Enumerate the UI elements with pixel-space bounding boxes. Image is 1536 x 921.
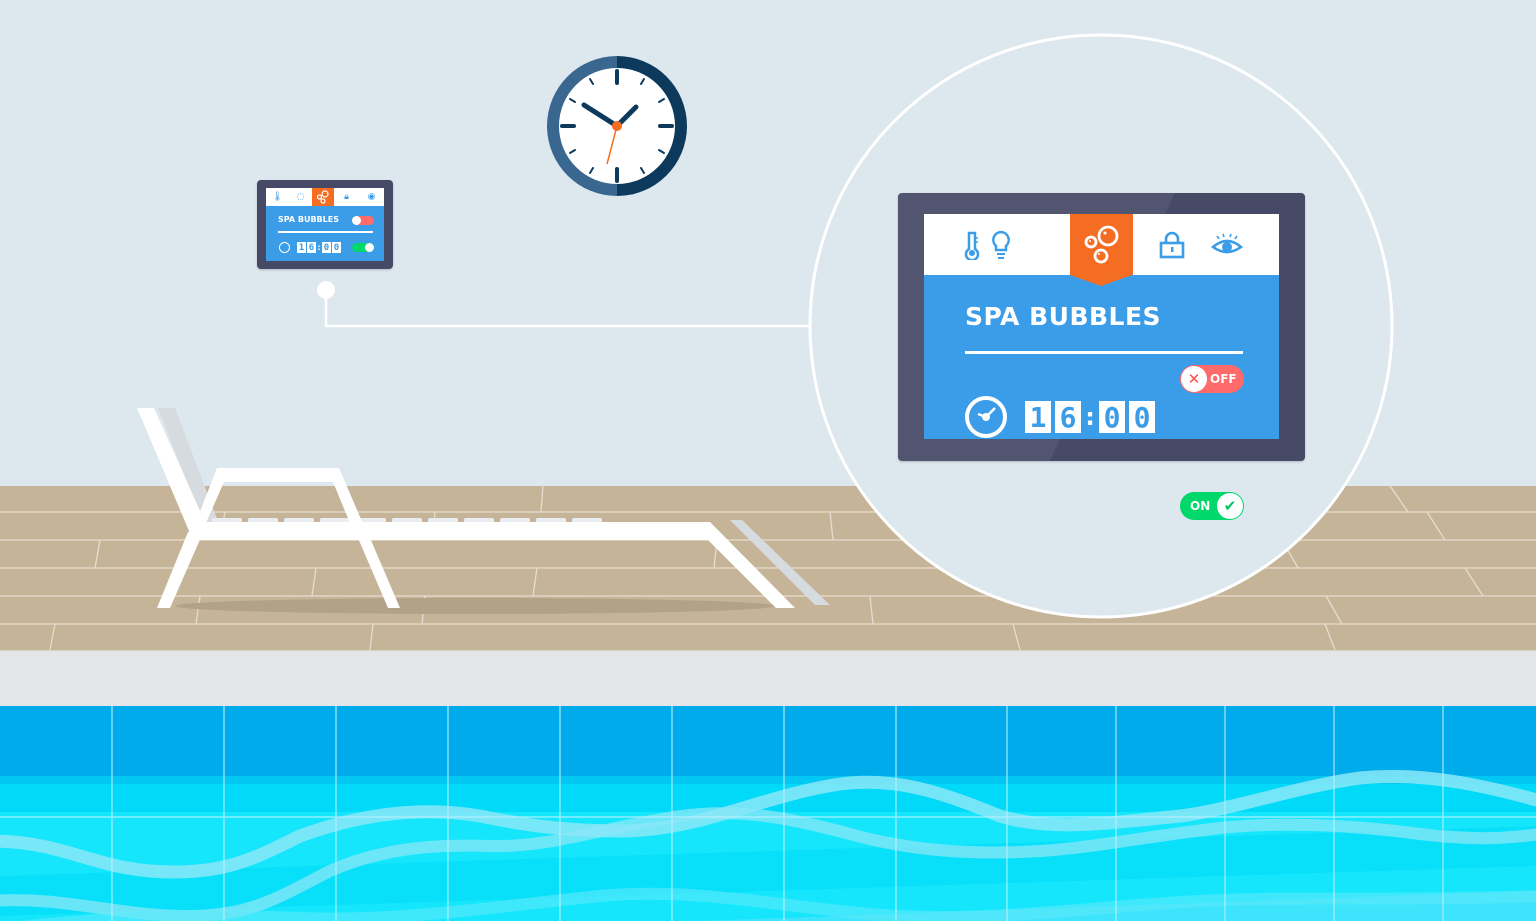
- timer-colon: :: [1085, 403, 1095, 431]
- timer-toggle-label: ON: [1190, 499, 1211, 513]
- pool-tile-band: [0, 706, 1536, 776]
- timer-digit-2: 6: [1055, 401, 1081, 434]
- pool-coping: [0, 650, 1536, 707]
- wall-clock: [547, 56, 687, 196]
- small-power-toggle[interactable]: [352, 216, 374, 225]
- swimming-pool: [0, 706, 1536, 921]
- timer-digit-3: 0: [1099, 401, 1125, 434]
- clock-hour-hand: [581, 102, 620, 129]
- bubbles-icon: [1084, 225, 1118, 263]
- small-digit: 6: [307, 242, 316, 253]
- small-digit: 0: [322, 242, 331, 253]
- lightbulb-icon: [992, 230, 1010, 259]
- small-timer-icon: [279, 242, 290, 253]
- timer-digit-1: 1: [1025, 401, 1051, 434]
- tab-lock[interactable]: [1152, 214, 1192, 275]
- lock-icon: 🔒︎: [344, 192, 349, 202]
- tab-lighting[interactable]: [976, 214, 1026, 275]
- thermometer-icon: [964, 231, 980, 260]
- small-digit: 1: [297, 242, 306, 253]
- lightbulb-icon: ◌: [296, 192, 305, 202]
- thermometer-icon: 🌡︎: [271, 192, 284, 202]
- tab-spa-bubbles[interactable]: [1070, 214, 1133, 286]
- tab-temperature[interactable]: [924, 214, 1020, 275]
- tab-bar: [924, 214, 1279, 286]
- control-panel-tablet: SPA BUBBLES ✕ OFF 1 6 : 0 0 ON ✔: [898, 193, 1305, 520]
- panel-title: SPA BUBBLES: [965, 302, 1162, 331]
- power-toggle-label: OFF: [1210, 372, 1237, 386]
- clock-second-hand: [606, 125, 618, 165]
- wall-control-panel-small[interactable]: 🌡︎ ◌ 🔒︎ ◉ SPA BUBBLES 1 6 : 0 0: [257, 180, 393, 269]
- tab-view[interactable]: [1207, 214, 1247, 275]
- lounge-chair: [130, 400, 850, 620]
- timer-toggle[interactable]: ON ✔: [1180, 492, 1244, 520]
- toggle-knob: ✔: [1217, 493, 1243, 519]
- small-screen: 🌡︎ ◌ 🔒︎ ◉ SPA BUBBLES 1 6 : 0 0: [266, 188, 384, 261]
- small-colon: :: [317, 243, 321, 252]
- small-title: SPA BUBBLES: [278, 215, 339, 224]
- small-tab-bar: 🌡︎ ◌ 🔒︎ ◉: [266, 188, 384, 206]
- small-divider: [278, 231, 373, 233]
- timer-digit-4: 0: [1129, 401, 1155, 434]
- small-timer-display: 1 6 : 0 0: [297, 242, 341, 253]
- divider: [965, 351, 1243, 354]
- small-tab-thermometer[interactable]: 🌡︎: [266, 188, 289, 206]
- close-icon: ✕: [1187, 369, 1201, 388]
- eye-icon: ◉: [367, 192, 376, 202]
- bubbles-icon: [316, 190, 329, 204]
- small-tab-bubbles[interactable]: [312, 188, 334, 206]
- small-tab-light[interactable]: ◌: [289, 188, 312, 206]
- small-toggle-knob: [365, 243, 374, 252]
- active-tab-pointer: [1070, 275, 1132, 286]
- small-tab-eye[interactable]: ◉: [359, 188, 384, 206]
- small-toggle-knob: [352, 216, 361, 225]
- pool-waterline: [0, 776, 1536, 784]
- small-digit: 0: [332, 242, 341, 253]
- eye-icon: [1211, 233, 1243, 253]
- small-tab-lock[interactable]: 🔒︎: [334, 188, 359, 206]
- lock-icon: [1159, 231, 1185, 258]
- power-toggle[interactable]: ✕ OFF: [1180, 365, 1244, 393]
- timer-display[interactable]: 1 6 : 0 0: [1025, 401, 1155, 434]
- toggle-knob: ✕: [1181, 366, 1207, 392]
- timer-icon: [965, 396, 1007, 438]
- check-icon: ✔: [1223, 496, 1237, 515]
- control-screen: SPA BUBBLES ✕ OFF 1 6 : 0 0 ON ✔: [924, 214, 1279, 520]
- small-timer-toggle[interactable]: [352, 243, 374, 252]
